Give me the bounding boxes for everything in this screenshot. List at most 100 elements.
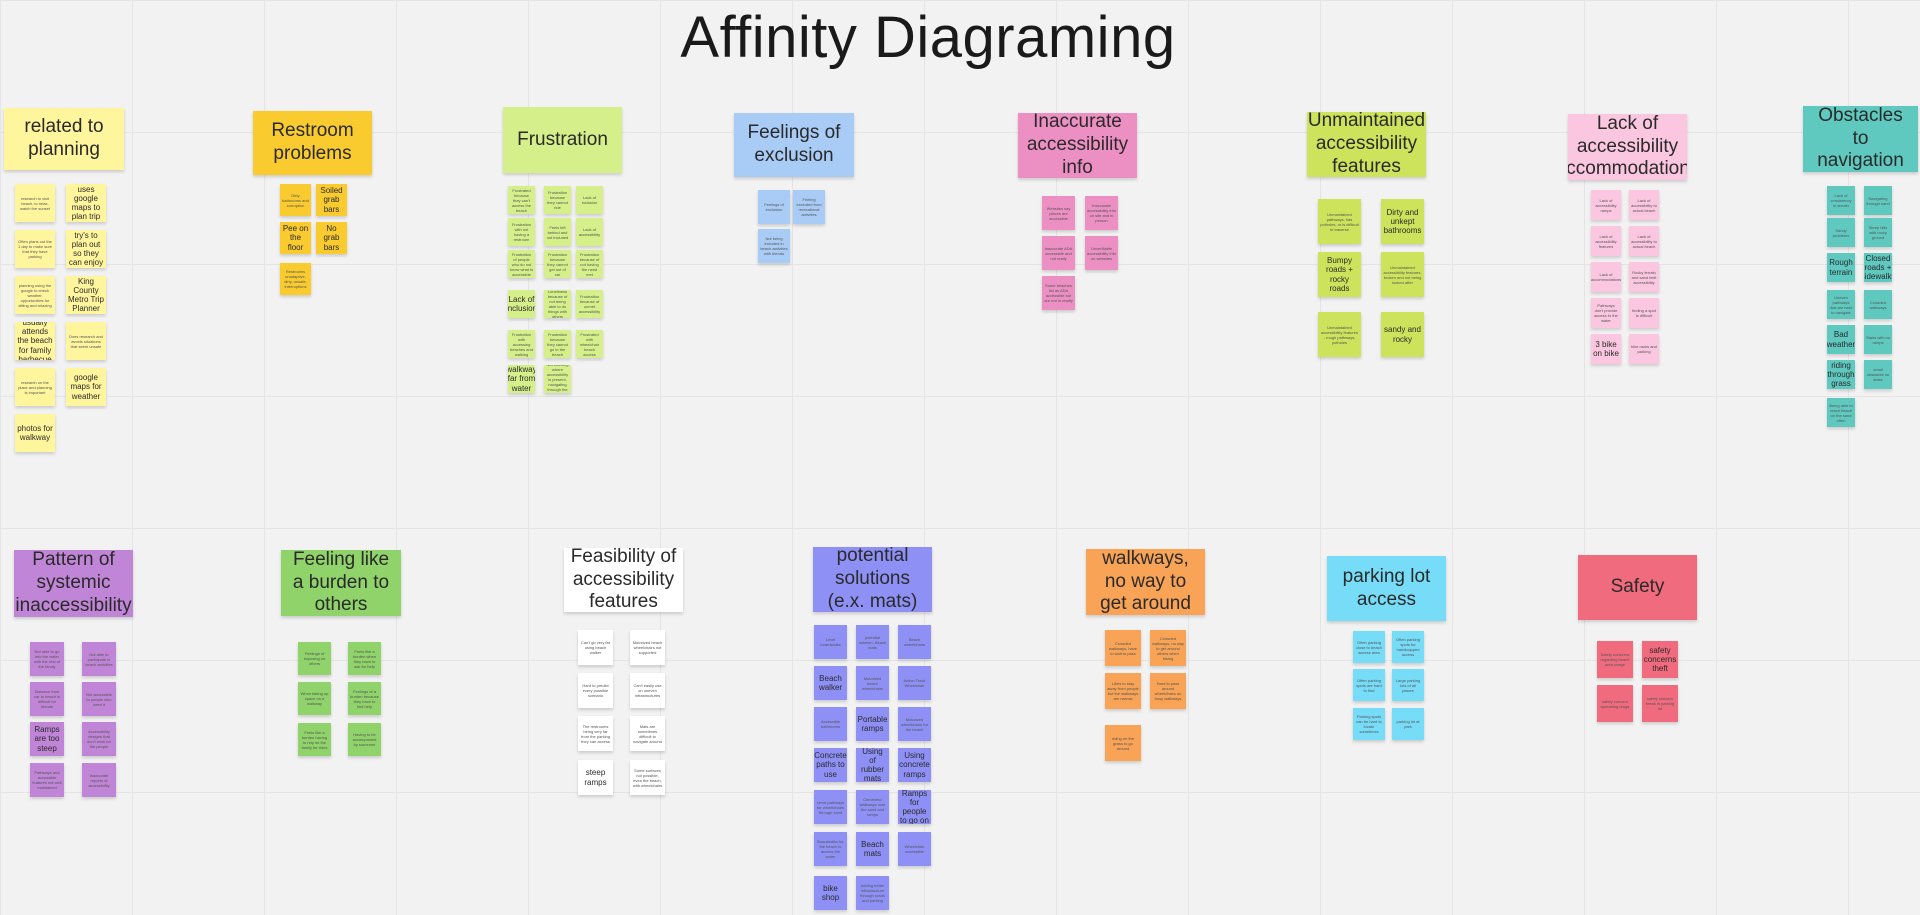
sticky-note[interactable]: Frustrated because they can't access the… <box>508 186 535 214</box>
sticky-note[interactable]: Sandy problems <box>1827 218 1855 247</box>
sticky-note[interactable]: walkway far from water <box>508 365 535 393</box>
sticky-note[interactable]: Hard to pass around wheelchairs on busy … <box>1150 673 1186 709</box>
sticky-note[interactable]: Feelings of a burden because they have t… <box>348 682 381 715</box>
sticky-note[interactable]: Dirty and unkept bathrooms <box>1381 199 1424 244</box>
sticky-note-header-crowded[interactable]: Crowded walkways, no way to get around o… <box>1086 549 1205 615</box>
sticky-note[interactable]: Lack of inclusion <box>576 186 603 214</box>
sticky-note[interactable]: finding a spot is difficult <box>1629 298 1659 328</box>
sticky-note[interactable]: riding through grass <box>1827 360 1855 389</box>
sticky-note[interactable]: Feels like a burden when they have to as… <box>348 642 381 675</box>
sticky-note[interactable]: Hard to predict every possible scenario <box>578 673 613 708</box>
sticky-note[interactable]: Always try's to plan out so they can enj… <box>66 230 106 268</box>
sticky-note-header-frustration[interactable]: Frustration <box>503 107 622 173</box>
sticky-note[interactable]: The restrooms being very far from the pa… <box>578 716 613 751</box>
sticky-note[interactable]: Accessibility designs that don't work fo… <box>82 722 116 756</box>
sticky-note[interactable]: Mats are sometimes difficult to navigate… <box>630 716 665 751</box>
sticky-note[interactable]: Lack of inclusion <box>508 290 535 318</box>
sticky-note[interactable]: Likes to stay away from people but the w… <box>1105 673 1141 709</box>
sticky-note[interactable]: Wheelchair accessible <box>898 832 931 866</box>
sticky-note[interactable]: Lack of accommodations <box>1591 262 1621 292</box>
sticky-note-header-parking[interactable]: parking lot access <box>1327 556 1446 621</box>
sticky-note[interactable]: Not able to go into the water with the r… <box>30 642 64 676</box>
sticky-note[interactable]: 3 bike on bike <box>1591 334 1621 364</box>
sticky-note[interactable]: Inaccurate reports of accessibility <box>82 763 116 797</box>
sticky-note[interactable]: Frustration with accessing beaches and w… <box>508 330 535 358</box>
sticky-note[interactable]: Bumpy roads + rocky roads <box>1318 252 1361 297</box>
sticky-note[interactable]: Unmaintained accessibility features - ro… <box>1318 312 1361 357</box>
sticky-note-header-burden[interactable]: Feeling like a burden to others <box>281 550 401 616</box>
sticky-note[interactable]: Frustration because they cannot get out … <box>544 250 571 278</box>
sticky-note-header-accommodations[interactable]: Lack of accessibility accommodations <box>1568 114 1687 180</box>
sticky-note[interactable]: Being able to reach beach on the sand of… <box>1827 398 1855 427</box>
sticky-note[interactable]: Unmaintained accessibility features, bro… <box>1381 252 1424 297</box>
sticky-note[interactable]: Crowded walkways, have to wait to pass <box>1105 630 1141 666</box>
sticky-note[interactable]: Level boardwalks <box>814 625 847 659</box>
sticky-note[interactable]: research to visit beach, to relax, watch… <box>15 184 55 222</box>
sticky-note[interactable]: google maps for weather <box>66 368 106 406</box>
sticky-note[interactable]: Frustration of people who do not know wh… <box>508 250 535 278</box>
sticky-note[interactable]: Large parking lots of all places <box>1392 669 1424 701</box>
sticky-note[interactable]: Often plans out the 1 day to make sure t… <box>15 230 55 268</box>
sticky-note[interactable]: Navigating through sand <box>1864 186 1892 215</box>
sticky-note[interactable]: safety concern break in parking lot <box>1642 685 1678 722</box>
sticky-note[interactable]: Feelings of imposing on others <box>298 642 331 675</box>
sticky-note[interactable]: uses google maps to plan trip <box>66 184 106 222</box>
sticky-note[interactable]: Beach walker <box>814 666 847 700</box>
sticky-note[interactable]: Frustrated with wheelchair beach access <box>576 330 603 358</box>
sticky-note-header-safety[interactable]: Safety <box>1578 555 1697 620</box>
sticky-note[interactable]: Ramps are too steep <box>30 722 64 756</box>
sticky-note-header-exclusion[interactable]: Feelings of exclusion <box>734 113 854 177</box>
sticky-note[interactable]: usually attends the beach for family bar… <box>15 322 55 360</box>
sticky-note[interactable]: photos for walkway <box>15 414 55 452</box>
sticky-note[interactable]: Inaccurate accessibility info on site an… <box>1085 196 1118 230</box>
sticky-note[interactable]: steep ramps <box>578 760 613 795</box>
sticky-note[interactable]: sandy and rocky <box>1381 312 1424 357</box>
sticky-note[interactable]: bike shop <box>814 876 847 910</box>
sticky-note[interactable]: Crowded walkways, no way to get around o… <box>1150 630 1186 666</box>
sticky-note[interactable]: Pathways don't provide access to the wat… <box>1591 298 1621 328</box>
sticky-note[interactable]: Feels like a burden having to rely on th… <box>298 723 331 756</box>
sticky-note[interactable]: safety concerns theft <box>1642 641 1678 678</box>
sticky-note[interactable]: Motorized beach wheelchairs <box>856 666 889 700</box>
sticky-note[interactable]: Often parking spots for handicapped acce… <box>1392 631 1424 663</box>
sticky-note[interactable]: Feels left behind and not included <box>544 218 571 246</box>
sticky-note[interactable]: Can't easily use on uneven infrastructur… <box>630 673 665 708</box>
sticky-note[interactable]: Steep hills with rocky ground <box>1864 218 1892 247</box>
sticky-note[interactable]: King County Metro Trip Planner <box>66 276 106 314</box>
sticky-note[interactable]: When taking up space on a walkway <box>298 682 331 715</box>
sticky-note[interactable]: Portable ramps <box>856 707 889 741</box>
sticky-note[interactable]: Distance from car to beach is difficult … <box>30 682 64 716</box>
sticky-note[interactable]: Beach mats <box>856 832 889 866</box>
sticky-note[interactable]: Often parking close to beach access area <box>1353 631 1385 663</box>
sticky-note[interactable]: riding on the grass to go around <box>1105 725 1141 761</box>
sticky-note[interactable]: Unmaintained pathways, has potholes, or … <box>1318 199 1361 244</box>
sticky-note[interactable]: planning using the google to check weath… <box>15 276 55 314</box>
sticky-note[interactable]: Having to be accompanied by someone <box>348 723 381 756</box>
sticky-note-header-inaccurate[interactable]: Inaccurate accessibility info <box>1018 113 1137 178</box>
sticky-note[interactable]: bike racks and parking <box>1629 334 1659 364</box>
sticky-note[interactable]: Using concrete ramps <box>898 748 931 782</box>
sticky-note[interactable]: Feeling excluded from recreational activ… <box>793 190 825 224</box>
sticky-note-header-solutions[interactable]: potential solutions (e.x. mats) <box>813 547 932 612</box>
sticky-note[interactable]: Frustration because they cannot go to th… <box>544 330 571 358</box>
sticky-note[interactable]: Boardwalks for the beach to access the w… <box>814 832 847 866</box>
sticky-note[interactable]: Accessible bathrooms <box>814 707 847 741</box>
sticky-note[interactable]: research on the place and planning is im… <box>15 368 55 406</box>
sticky-note-header-unmaintained[interactable]: Unmaintained accessibility features <box>1307 112 1426 177</box>
sticky-note[interactable]: Motorized beach wheelchairs not supporte… <box>630 630 665 665</box>
sticky-note[interactable]: Unverifiable accessibility info on websi… <box>1085 236 1118 270</box>
sticky-note[interactable]: Pee on the floor <box>280 222 311 254</box>
sticky-note[interactable]: Bad weather <box>1827 325 1855 354</box>
sticky-note[interactable]: Rough terrain <box>1827 253 1855 282</box>
sticky-note[interactable]: Action Track Wheelchair <box>898 666 931 700</box>
sticky-note[interactable]: Dirty bathrooms and corruption <box>280 184 311 216</box>
sticky-note[interactable]: Frustration because of unmet accessibili… <box>576 290 603 318</box>
sticky-note[interactable]: Not able to participate in beach activit… <box>82 642 116 676</box>
sticky-note[interactable]: Loneliness because of not being able to … <box>544 290 571 318</box>
sticky-note[interactable]: Restrooms unadaptive, dirty, unsafe, int… <box>280 263 311 295</box>
sticky-note[interactable]: Beach wheelchairs <box>898 625 931 659</box>
sticky-note[interactable]: potential solution: Beach mats <box>856 625 889 659</box>
sticky-note[interactable]: Using of rubber mats <box>856 748 889 782</box>
sticky-note[interactable]: Lack of accessibility ramps <box>1591 190 1621 220</box>
